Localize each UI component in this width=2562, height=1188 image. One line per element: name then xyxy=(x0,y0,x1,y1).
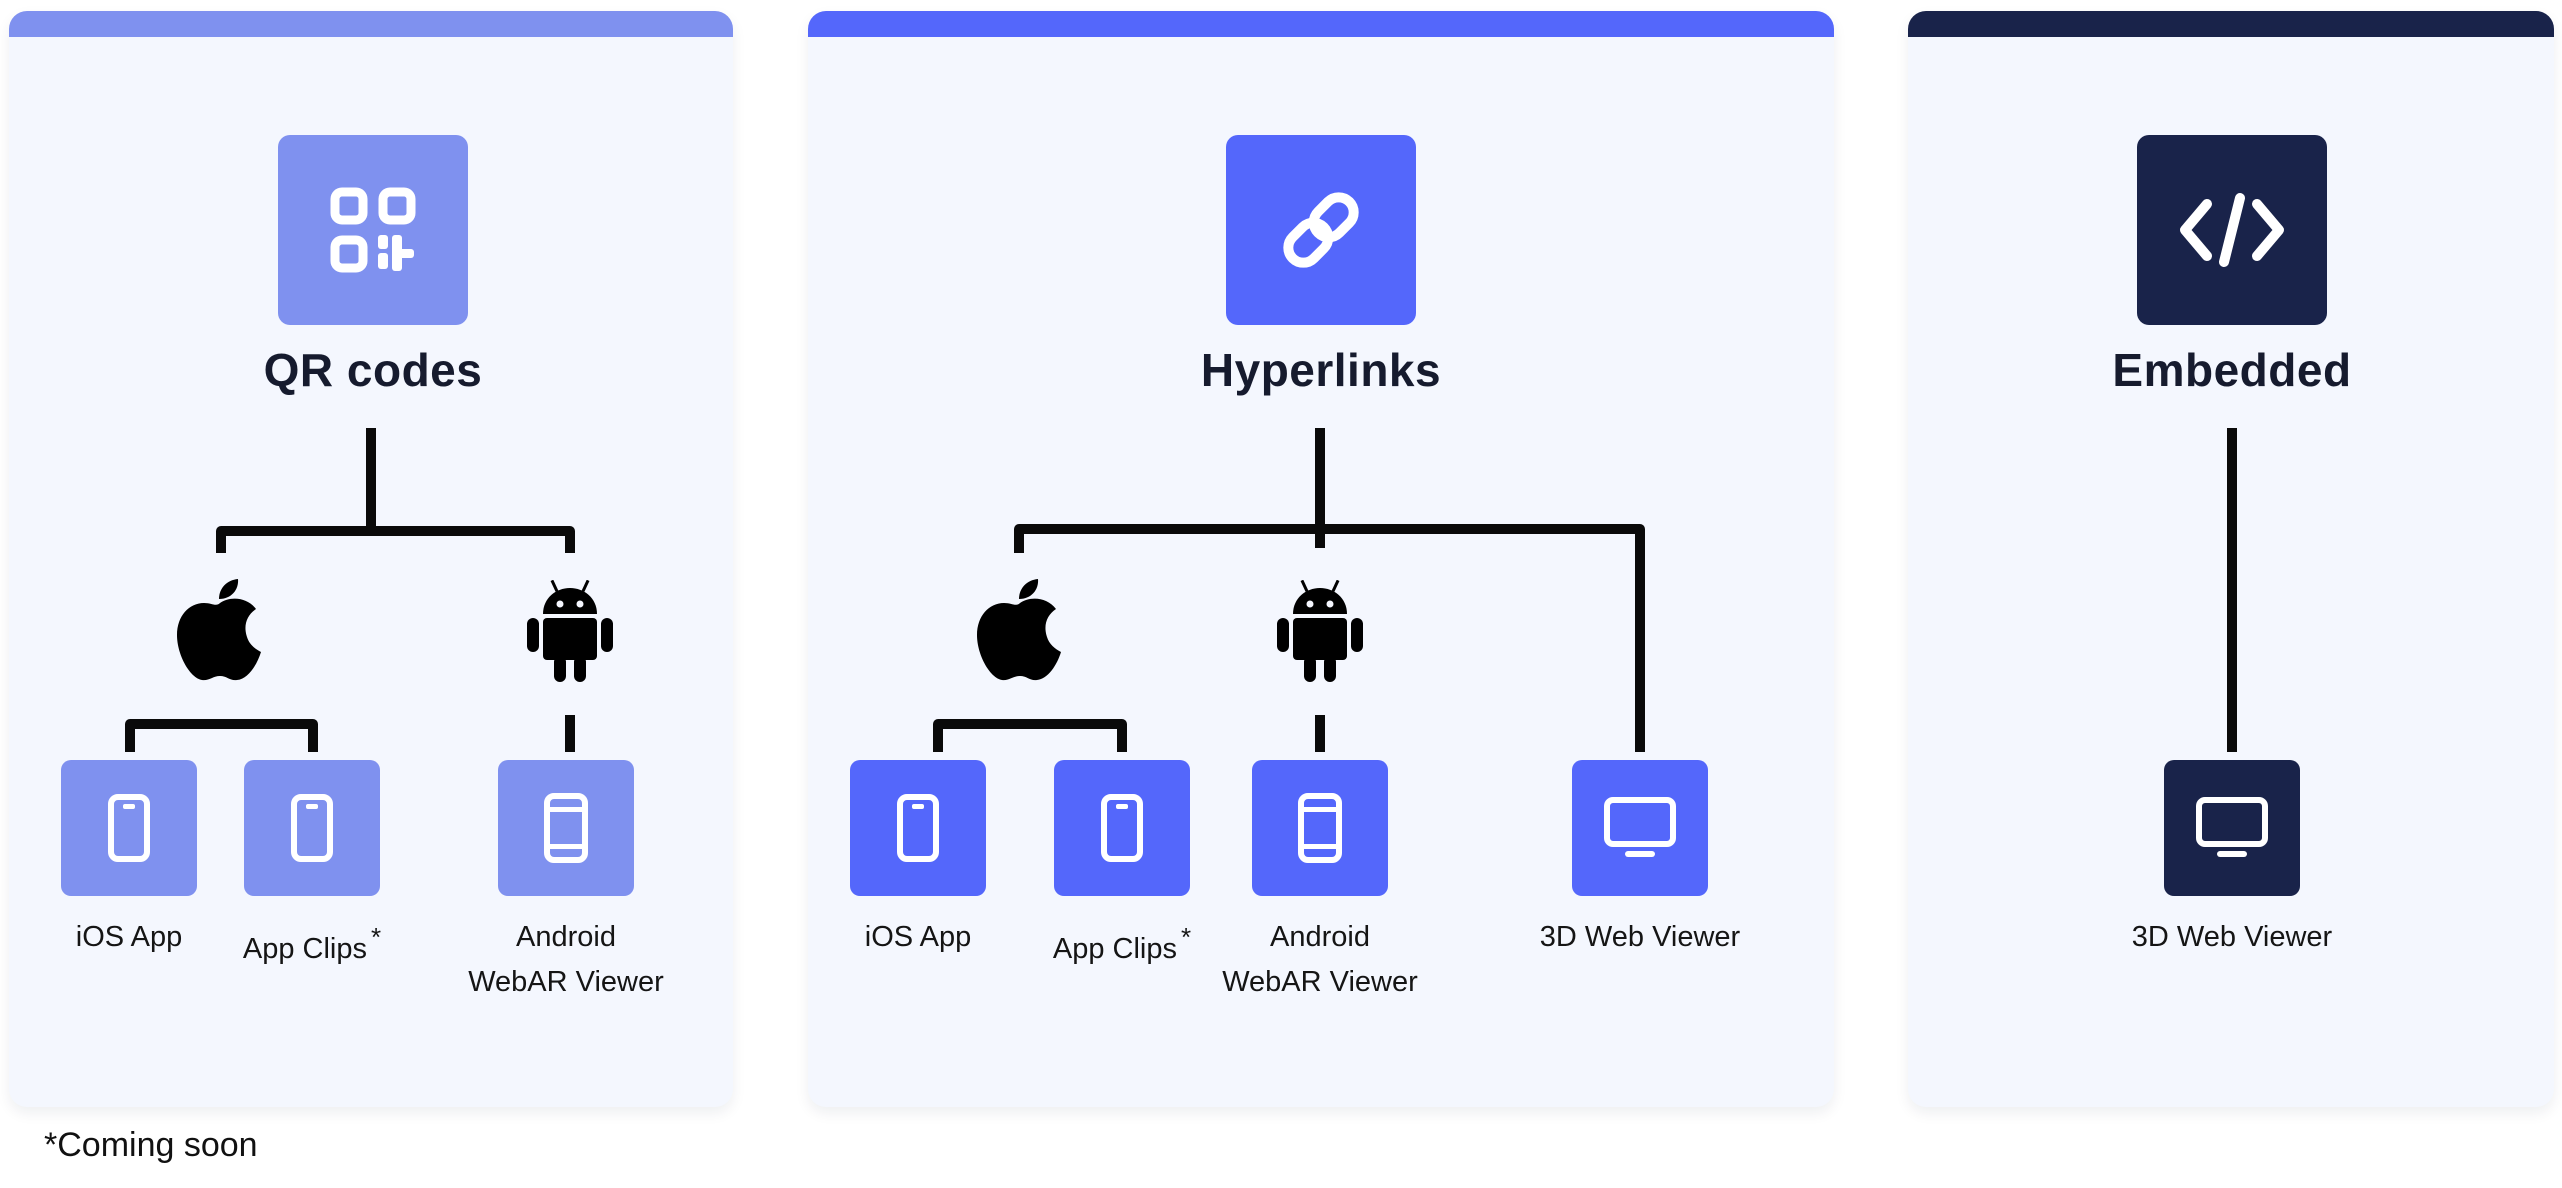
hyperlinks-app-clips-label: App Clips* xyxy=(992,915,1252,972)
label-text: 3D Web Viewer xyxy=(2131,921,2333,953)
label-text: App Clips xyxy=(1052,933,1177,965)
qr-app-clips-label: App Clips* xyxy=(182,915,442,972)
hyperlinks-panel-bar xyxy=(808,11,1834,37)
label-text: iOS App xyxy=(864,921,972,953)
apple-icon xyxy=(975,579,1065,684)
code-icon xyxy=(2177,190,2287,270)
embedded-3d-web-viewer-label: 3D Web Viewer xyxy=(2102,915,2362,960)
hyperlinks-android-webar-tile xyxy=(1252,760,1388,896)
label-text: App Clips xyxy=(242,933,367,965)
label-text: 3D Web Viewer xyxy=(1539,921,1741,953)
qr-ios-app-tile xyxy=(61,760,197,896)
label-line-1: Android xyxy=(516,921,616,953)
embedded-panel-bar xyxy=(1908,11,2554,37)
qr-code-icon xyxy=(330,187,416,273)
embedded-title: Embedded xyxy=(2112,344,2352,396)
android-icon xyxy=(525,580,615,682)
coming-soon-footnote: *Coming soon xyxy=(44,1126,258,1164)
label-text: iOS App xyxy=(75,921,183,953)
apple-icon xyxy=(175,579,265,684)
label-line-1: Android xyxy=(1270,921,1370,953)
label-line-2: WebAR Viewer xyxy=(1222,966,1418,998)
monitor-icon xyxy=(1603,796,1677,860)
link-icon xyxy=(1271,180,1371,280)
hyperlinks-3d-web-viewer-tile xyxy=(1572,760,1708,896)
monitor-icon xyxy=(2195,796,2269,860)
qr-ios-app-label: iOS App xyxy=(0,915,259,960)
qr-app-clips-tile xyxy=(244,760,380,896)
hyperlinks-ios-app-tile xyxy=(850,760,986,896)
embedded-3d-web-viewer-tile xyxy=(2164,760,2300,896)
asterisk: * xyxy=(1181,922,1192,952)
hyperlinks-app-clips-tile xyxy=(1054,760,1190,896)
hyperlinks-title: Hyperlinks xyxy=(1200,344,1442,396)
phone-icon xyxy=(543,792,589,864)
label-line-2: WebAR Viewer xyxy=(468,966,664,998)
phone-icon xyxy=(290,793,334,863)
qr-codes-panel-bar xyxy=(9,11,733,37)
phone-icon xyxy=(107,793,151,863)
asterisk: * xyxy=(371,922,382,952)
phone-icon xyxy=(1100,793,1144,863)
phone-icon xyxy=(1297,792,1343,864)
hyperlinks-ios-app-label: iOS App xyxy=(788,915,1048,960)
qr-android-webar-label: Android WebAR Viewer xyxy=(436,915,696,1005)
hyperlinks-tile xyxy=(1226,135,1416,325)
embedded-tile xyxy=(2137,135,2327,325)
qr-codes-tile xyxy=(278,135,468,325)
qr-codes-title: QR codes xyxy=(263,344,483,396)
hyperlinks-3d-web-viewer-label: 3D Web Viewer xyxy=(1510,915,1770,960)
hyperlinks-android-webar-label: Android WebAR Viewer xyxy=(1190,915,1450,1005)
phone-icon xyxy=(896,793,940,863)
android-icon xyxy=(1275,580,1365,682)
qr-android-webar-tile xyxy=(498,760,634,896)
